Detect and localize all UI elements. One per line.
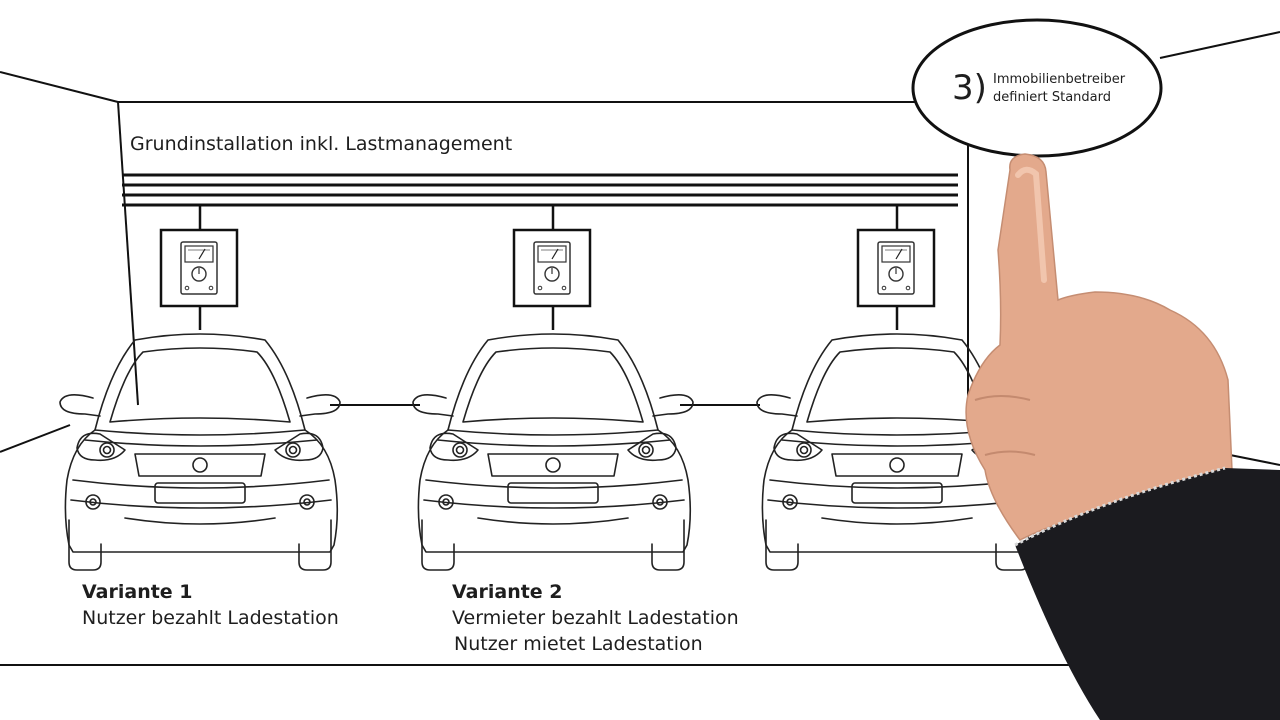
back-wall-left [117,101,139,406]
car-icon [412,333,694,571]
variant-2-title: Variante 2 [452,581,563,603]
car-icon [59,333,341,571]
variant-2-line-1: Vermieter bezahlt Ladestation [452,607,739,629]
variant-1-line-1: Nutzer bezahlt Ladestation [82,607,339,629]
ceiling-right-edge [1159,31,1280,59]
meter-icon [159,228,239,308]
pointing-hand-icon [965,153,1280,720]
variant-1-title: Variante 1 [82,581,193,603]
meter-icon [856,228,936,308]
callout-line-2: definiert Standard [993,90,1112,105]
meter-icon [512,228,592,308]
callout-number: 3) [952,68,987,108]
floor-left-edge [0,424,71,453]
power-rails [122,173,958,207]
callout-bubble [911,18,1163,158]
room-outline [0,31,1280,666]
callout-line-1: Immobilienbetreiber [993,72,1126,87]
variant-2-line-2: Nutzer mietet Ladestation [454,633,703,655]
floor-right-edge [1229,454,1280,466]
ceiling-left-edge [0,71,119,103]
installation-label: Grundinstallation inkl. Lastmanagement [130,133,513,155]
